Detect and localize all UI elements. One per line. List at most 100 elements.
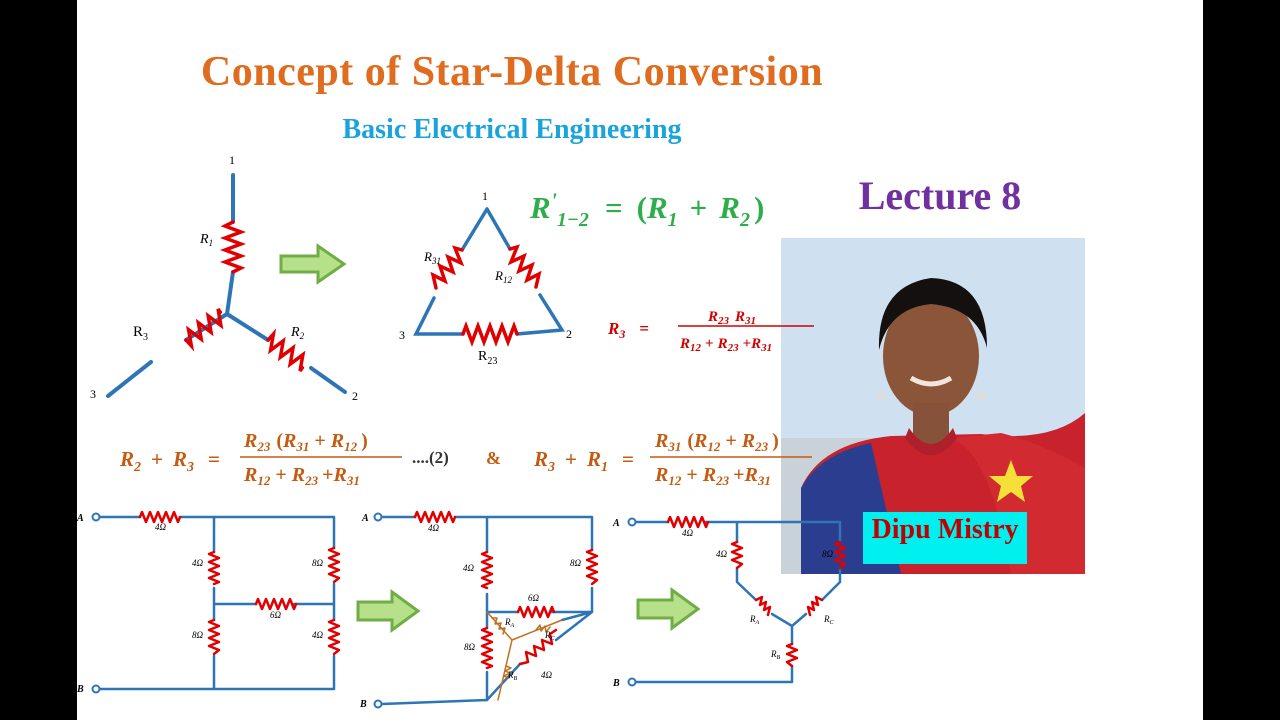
circuit-3-wires (632, 520, 842, 684)
circuit-1-resistor-top (138, 510, 182, 524)
lecture-number: Lecture 8 (858, 173, 1022, 218)
delta-diagram (413, 207, 566, 347)
delta-resistor-r23 (461, 321, 519, 347)
circuit-2-resistor-left-top (480, 550, 494, 590)
delta-node-1-label: 1 (482, 189, 488, 203)
circuit-3-resistor-top (666, 515, 710, 529)
circuit-2-resistor-right-top (585, 548, 599, 586)
circuit-2-resistor-diag (518, 628, 558, 666)
presenter-name: Dipu Mistry (871, 514, 1019, 545)
delta-resistor-r31 (430, 245, 465, 290)
circuit-1-label-right-bottom: 4Ω (312, 630, 324, 640)
star-r3-label: R3 (133, 324, 148, 343)
circuit-1-label-left-bottom: 8Ω (192, 630, 204, 640)
circuit-2-label-diag: 4Ω (541, 670, 553, 680)
conversion-arrow-3 (636, 587, 701, 631)
star-node-3-label: 3 (90, 387, 96, 401)
circuit-2-resistor-rc (535, 624, 551, 633)
delta-r23-label: R23 (478, 349, 497, 367)
star-wires (106, 173, 347, 398)
circuit-3-resistor-rb (785, 642, 799, 668)
circuit-1-terminal-b (91, 684, 101, 694)
equation-2-tag: ....(2) (412, 448, 449, 467)
equation-2-lhs: R2+R3= (119, 447, 220, 475)
presenter-photo (781, 238, 1085, 574)
equation-2-denominator: R12+R23+R31 (243, 464, 360, 488)
circuit-3-resistor-right (833, 540, 847, 570)
presenter-name-box (863, 512, 1027, 564)
circuit-1-resistor-right-top (327, 546, 341, 584)
circuit-2-node-b: B (359, 699, 367, 710)
slide-subtitle: Basic Electrical Engineering (342, 114, 682, 145)
circuit-2-label-left-top: 4Ω (463, 563, 475, 573)
circuit-1-resistor-left-top (207, 550, 221, 586)
circuit-3 (627, 515, 847, 687)
star-node-2-label: 2 (352, 389, 358, 403)
delta-node-2-label: 2 (566, 327, 572, 341)
letterbox-right (1203, 0, 1280, 720)
star-r1-label: R1 (199, 232, 213, 248)
star-resistor-r3 (184, 308, 224, 352)
circuit-3-node-b: B (612, 678, 620, 689)
circuit-1-terminal-a (91, 512, 101, 522)
equation-r3-lhs: R3= (607, 319, 649, 341)
circuit-2 (373, 510, 599, 709)
circuit-2-label-ra: RA (504, 617, 515, 629)
circuit-2-resistor-mid (516, 605, 556, 619)
circuit-2-label-rc: RC (544, 630, 556, 642)
equation-3-trailing-dot: . (818, 453, 822, 470)
equation-r3-denominator: R12+R23+R31 (679, 336, 772, 354)
circuit-3-label-rb: RB (770, 649, 781, 661)
circuit-2-resistor-ra (491, 617, 506, 635)
circuit-1-node-b: B (76, 684, 84, 695)
equation-2-numerator: R23(R31+R12) (243, 430, 368, 454)
circuit-2-resistor-top (413, 510, 457, 524)
star-resistor-r1 (220, 220, 246, 274)
circuit-3-label-top: 4Ω (682, 528, 694, 538)
star-r2-label: R2 (290, 325, 305, 341)
circuit-3-terminal-a (627, 517, 637, 527)
circuit-1 (91, 510, 341, 694)
circuit-1-resistor-right-bottom (327, 618, 341, 656)
star-diagram (106, 173, 347, 398)
circuit-1-label-left-top: 4Ω (192, 558, 204, 568)
circuit-2-label-left-bottom: 8Ω (464, 642, 476, 652)
circuit-2-terminal-b (373, 699, 383, 709)
letterbox-left (0, 0, 77, 720)
circuit-1-label-top: 4Ω (155, 522, 167, 532)
circuit-3-label-rc: RC (823, 614, 835, 626)
circuit-3-label-ra: RA (749, 614, 760, 626)
circuit-2-node-a: A (361, 513, 369, 524)
delta-node-3-label: 3 (399, 328, 405, 342)
star-resistor-r2 (266, 328, 306, 372)
equation-3-numerator: R31(R12+R23) (654, 430, 779, 454)
circuit-2-label-top: 4Ω (428, 523, 440, 533)
slide-title: Concept of Star-Delta Conversion (200, 49, 824, 95)
conversion-arrow-1 (279, 243, 347, 285)
circuit-3-label-left: 4Ω (716, 549, 728, 559)
conversion-arrow-2 (356, 589, 421, 633)
equation-3-denominator: R12+R23+R31 (654, 464, 771, 488)
circuit-1-resistor-left-bottom (207, 618, 221, 656)
circuit-1-label-mid: 6Ω (270, 610, 282, 620)
equation-3-lhs: R3+R1= (533, 447, 634, 475)
delta-r31-label: R31 (423, 249, 441, 266)
delta-r12-label: R12 (494, 268, 512, 285)
circuit-1-wires (96, 515, 336, 691)
circuit-2-terminal-a (373, 512, 383, 522)
circuit-3-node-a: A (612, 518, 620, 529)
circuit-3-terminal-b (627, 677, 637, 687)
circuit-1-resistor-mid (254, 597, 298, 611)
circuit-2-resistor-rb (503, 665, 512, 679)
circuit-3-resistor-ra (754, 595, 772, 617)
circuit-1-node-a: A (76, 513, 84, 524)
circuit-1-label-right-top: 8Ω (312, 558, 324, 568)
circuit-2-label-right-top: 8Ω (570, 558, 582, 568)
equation-r12-prime: R'1−2=(R1+R2) (529, 188, 764, 231)
circuit-3-resistor-left (730, 540, 744, 570)
star-node-1-label: 1 (229, 153, 235, 167)
circuit-3-label-right: 8Ω (822, 549, 834, 559)
